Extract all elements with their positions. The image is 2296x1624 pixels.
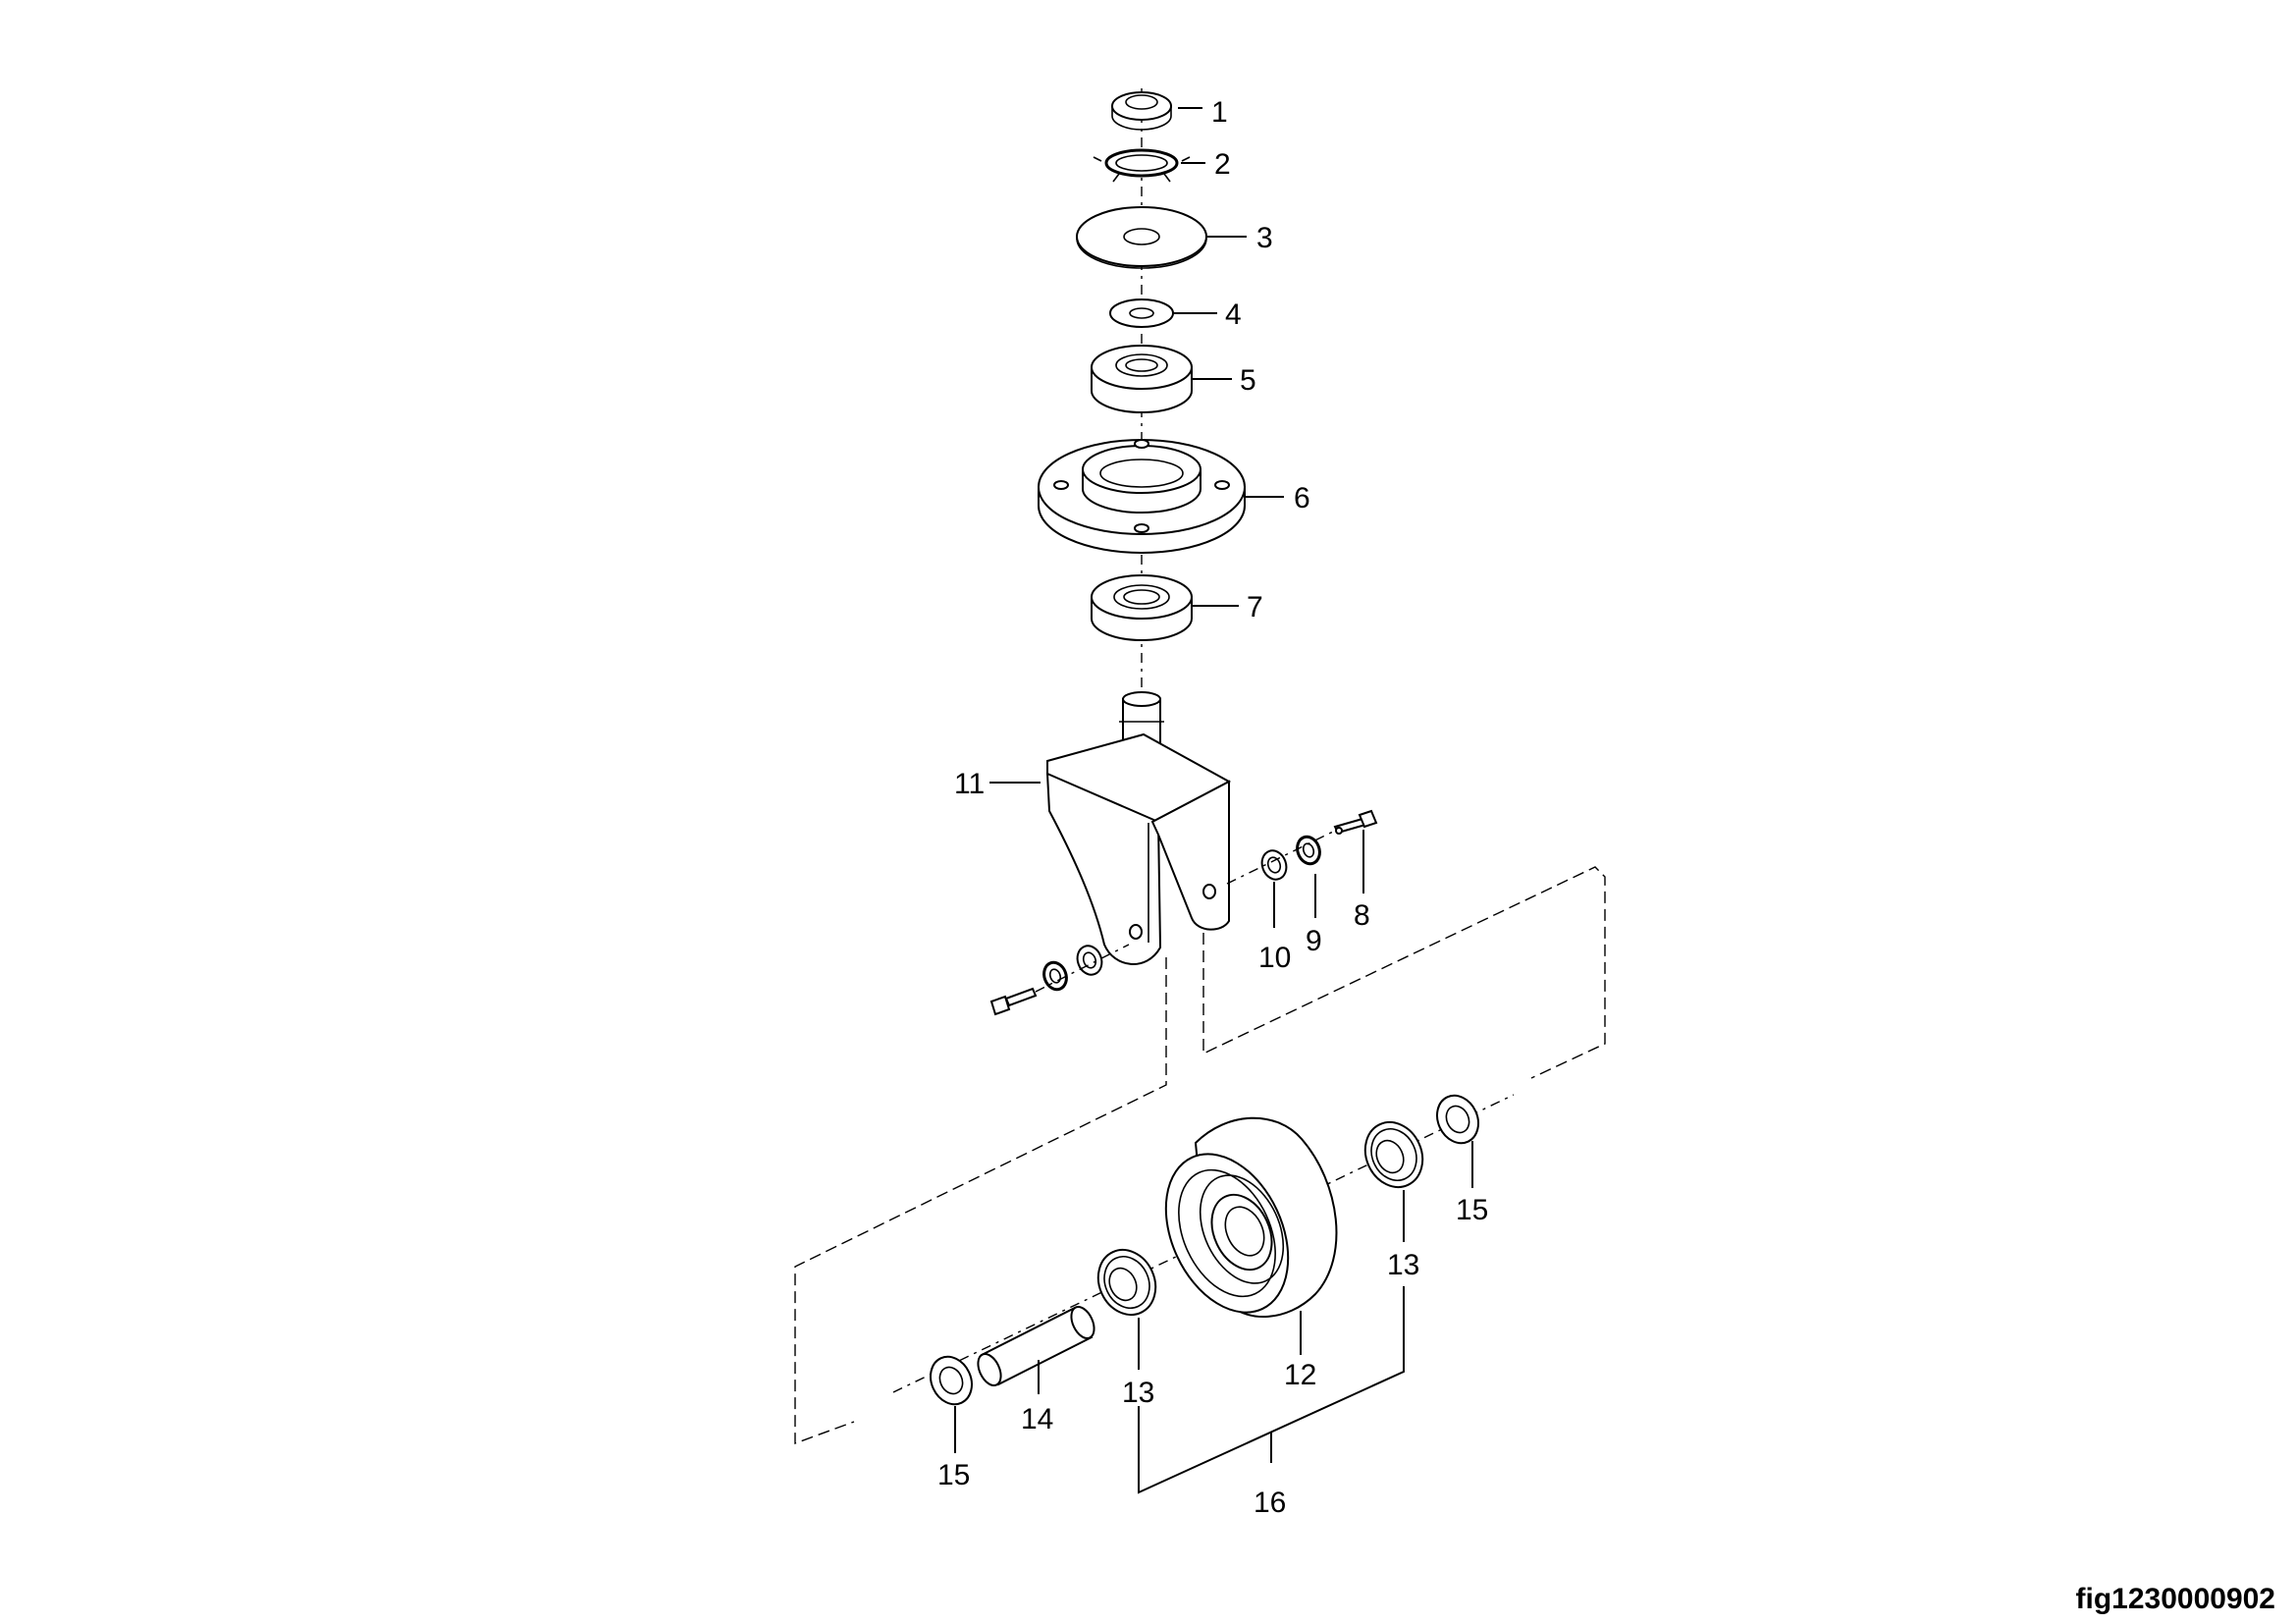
- assembly-boundary-dashed: [794, 957, 1167, 1445]
- right-nut-part: [1296, 835, 1321, 866]
- figure-id-label: fig1230000902: [2076, 1583, 2276, 1615]
- large-washer-part: [1076, 206, 1207, 269]
- callout-13-right: 13: [1387, 1249, 1419, 1281]
- callout-12: 12: [1284, 1359, 1316, 1391]
- bolt-axis-left: [1035, 944, 1130, 993]
- wheel-bearing-right-part: [1363, 1120, 1424, 1189]
- wheel-part: [1164, 1116, 1338, 1319]
- left-nut-part: [1042, 960, 1068, 992]
- leader-lines: [954, 107, 1473, 1453]
- spacer-right-part: [1436, 1094, 1479, 1145]
- flange-housing-part: [1038, 439, 1246, 554]
- callout-3: 3: [1256, 222, 1273, 254]
- callout-10: 10: [1258, 942, 1291, 974]
- assembly-boundary-dashed-right: [1202, 866, 1606, 1079]
- spacer-left-part: [930, 1355, 973, 1406]
- callout-7: 7: [1247, 591, 1263, 623]
- left-bolt-part: [989, 987, 1038, 1016]
- callout-4: 4: [1225, 298, 1242, 331]
- callout-11: 11: [954, 768, 985, 800]
- callout-15-right: 15: [1456, 1194, 1488, 1226]
- callout-15-left: 15: [937, 1459, 970, 1491]
- lower-bearing-part: [1091, 574, 1193, 641]
- callout-5: 5: [1240, 364, 1256, 397]
- upper-bearing-part: [1091, 345, 1193, 413]
- callout-9: 9: [1306, 925, 1322, 957]
- callout-14: 14: [1021, 1403, 1053, 1435]
- right-bolt-part: [1333, 809, 1378, 835]
- wheel-bearing-left-part: [1096, 1248, 1157, 1317]
- callout-1: 1: [1211, 96, 1228, 129]
- caster-fork-part: [1045, 691, 1232, 965]
- callout-6: 6: [1294, 482, 1310, 514]
- callout-16: 16: [1254, 1487, 1286, 1519]
- callout-2: 2: [1214, 148, 1231, 181]
- callout-13-left: 13: [1122, 1377, 1154, 1409]
- axle-sleeve-part: [977, 1306, 1095, 1386]
- small-washer-part: [1109, 298, 1174, 328]
- seal-part: [1111, 91, 1172, 131]
- circlip-part: [1093, 148, 1191, 183]
- right-washer-part: [1260, 849, 1288, 881]
- bolt-axis-right: [1226, 830, 1336, 885]
- assembly-bracket: [1138, 1286, 1405, 1494]
- callout-8: 8: [1354, 899, 1370, 932]
- left-washer-part: [1076, 945, 1103, 976]
